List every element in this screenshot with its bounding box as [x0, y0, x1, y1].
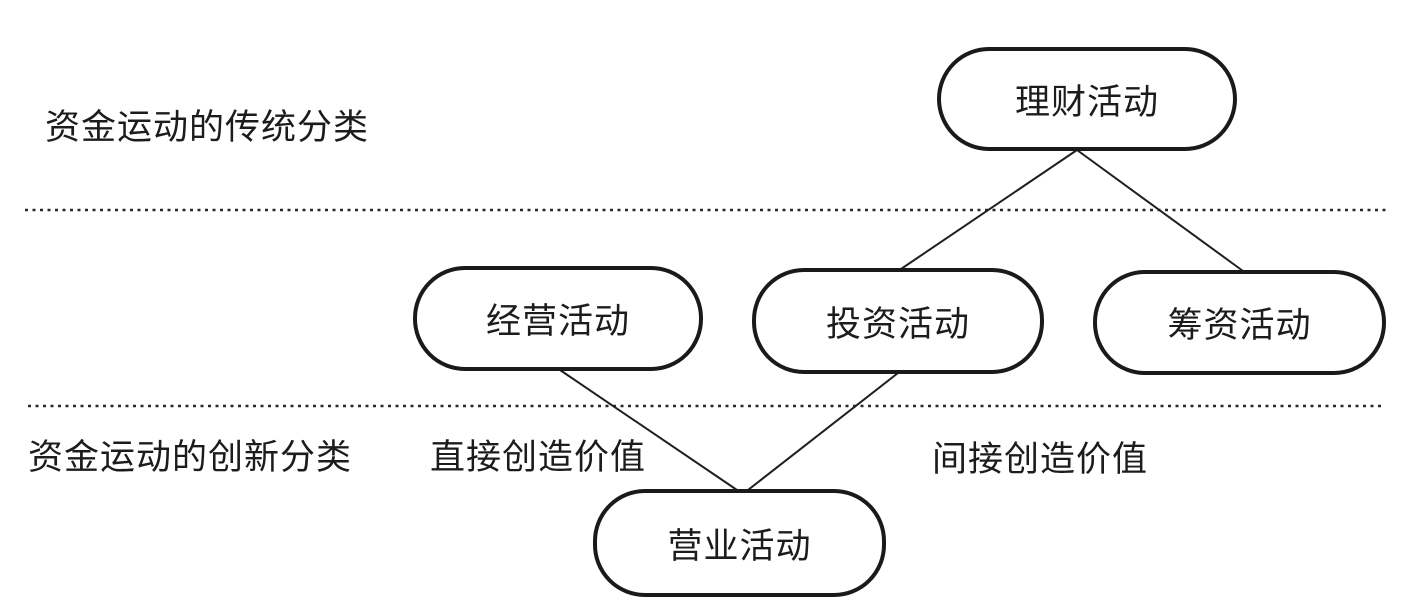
annotation-direct-value-creation: 直接创造价值 [430, 438, 647, 477]
node-business-activities: 营业活动 [593, 489, 886, 597]
edge-licai-to-chouzi [1076, 149, 1244, 272]
row-label-innovative-classification: 资金运动的创新分类 [28, 438, 353, 477]
row-label-traditional-classification: 资金运动的传统分类 [45, 108, 370, 147]
node-investing-activities: 投资活动 [752, 268, 1044, 374]
edge-jingying-to-yingye [559, 369, 738, 491]
edge-touzi-to-yingye [747, 372, 899, 491]
node-operating-activities: 经营活动 [413, 266, 703, 371]
node-financial-management-activities: 理财活动 [937, 47, 1237, 151]
edge-licai-to-touzi [900, 149, 1078, 270]
annotation-indirect-value-creation: 间接创造价值 [932, 440, 1149, 479]
node-financing-activities: 筹资活动 [1093, 270, 1386, 375]
